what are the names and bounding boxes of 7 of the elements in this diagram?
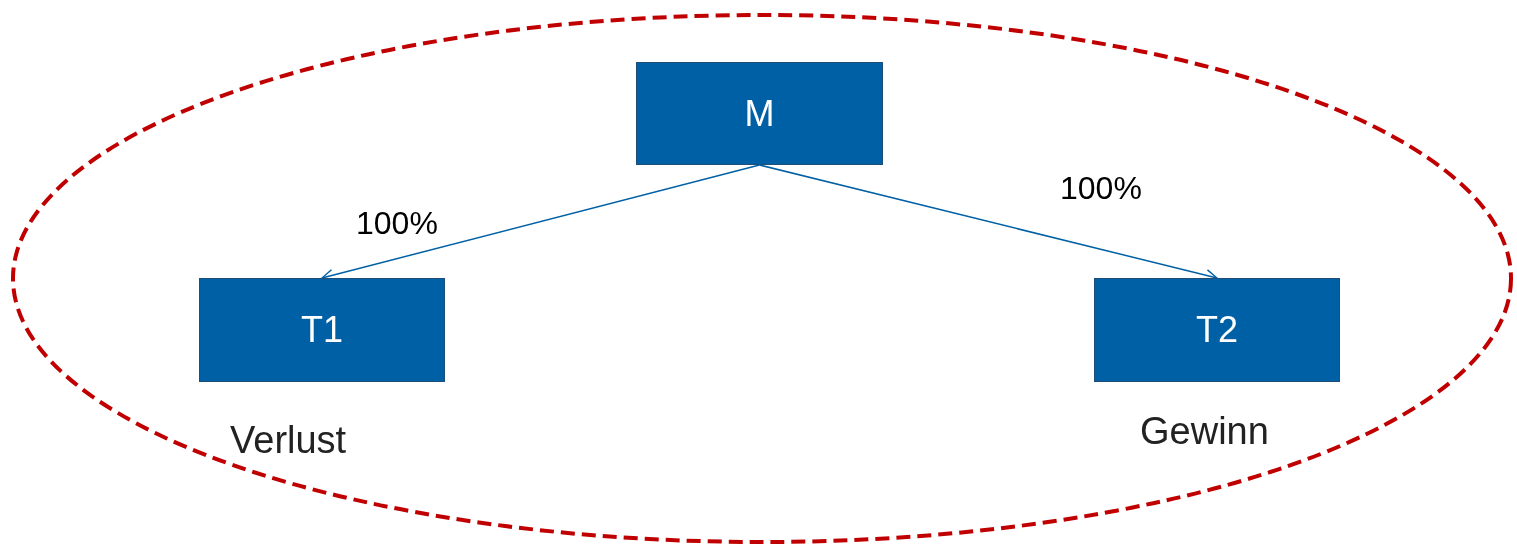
node-caption: Gewinn: [1140, 409, 1269, 454]
process-box: T2: [1094, 278, 1340, 382]
process-box: M: [636, 62, 883, 165]
process-box: T1: [199, 278, 445, 382]
node-caption: Verlust: [230, 418, 347, 463]
edge-label: 100%: [1060, 169, 1142, 208]
edge-label: 100%: [356, 204, 438, 243]
